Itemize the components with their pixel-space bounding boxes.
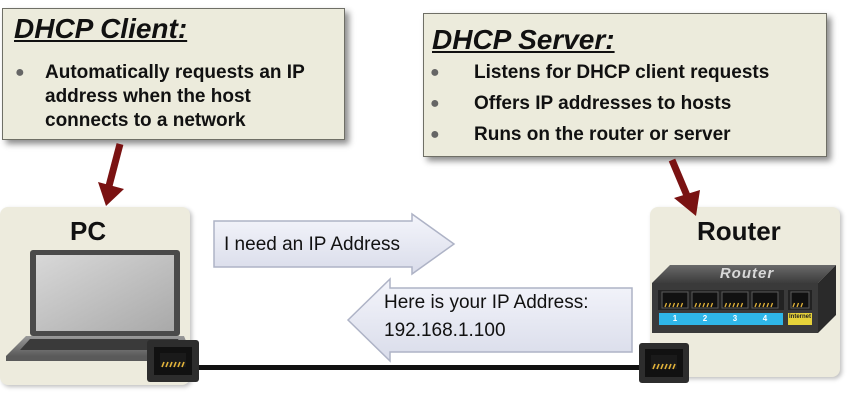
bullet-text: Runs on the router or server [474, 124, 731, 145]
reply-message-line1: Here is your IP Address: [384, 292, 589, 313]
list-item: ● Runs on the router or server [430, 123, 822, 154]
dhcp-server-callout: DHCP Server: ● Listens for DHCP client r… [423, 13, 827, 157]
bullet-icon: ● [430, 64, 440, 81]
dhcp-server-title: DHCP Server: [432, 24, 615, 55]
dhcp-client-title: DHCP Client: [14, 13, 188, 44]
pc-label: PC [70, 216, 107, 246]
bullet-text: Listens for DHCP client requests [474, 62, 770, 83]
server-pointer-arrow [668, 158, 700, 216]
bullet-text: Automatically requests an IP address whe… [45, 62, 305, 131]
network-cable [196, 365, 644, 370]
bullet-text: Offers IP addresses to hosts [474, 93, 732, 114]
dhcp-client-callout: DHCP Client: ● Automatically requests an… [2, 8, 345, 140]
request-message: I need an IP Address [224, 234, 401, 255]
client-pointer-arrow [98, 143, 124, 206]
pc-rj45-connector-icon [147, 340, 199, 382]
bullet-icon: ● [430, 126, 440, 143]
router-device-icon: Router 1 2 3 4 Internet [652, 265, 836, 335]
router-label: Router [697, 216, 781, 246]
router-body [652, 265, 836, 333]
list-item: ● Automatically requests an IP address w… [15, 61, 337, 133]
request-arrow-shape [213, 212, 456, 276]
router-device-name: Router [719, 265, 775, 282]
laptop-icon [6, 250, 192, 361]
dhcp-client-bullets: ● Automatically requests an IP address w… [15, 61, 337, 133]
bullet-icon: ● [430, 95, 440, 112]
port-label-1: 1 [672, 314, 678, 323]
list-item: ● Listens for DHCP client requests [430, 61, 822, 92]
reply-arrow-shape [346, 277, 633, 363]
router-rj45-connector-icon [639, 343, 689, 383]
port-label-4: 4 [762, 314, 768, 323]
list-item: ● Offers IP addresses to hosts [430, 92, 822, 123]
port-label-2: 2 [702, 314, 708, 323]
reply-message-ip: 192.168.1.100 [384, 320, 506, 341]
dhcp-server-bullets: ● Listens for DHCP client requests ● Off… [430, 61, 822, 154]
bullet-icon: ● [15, 64, 25, 81]
port-label-internet: Internet [788, 314, 811, 320]
port-label-3: 3 [732, 314, 738, 323]
